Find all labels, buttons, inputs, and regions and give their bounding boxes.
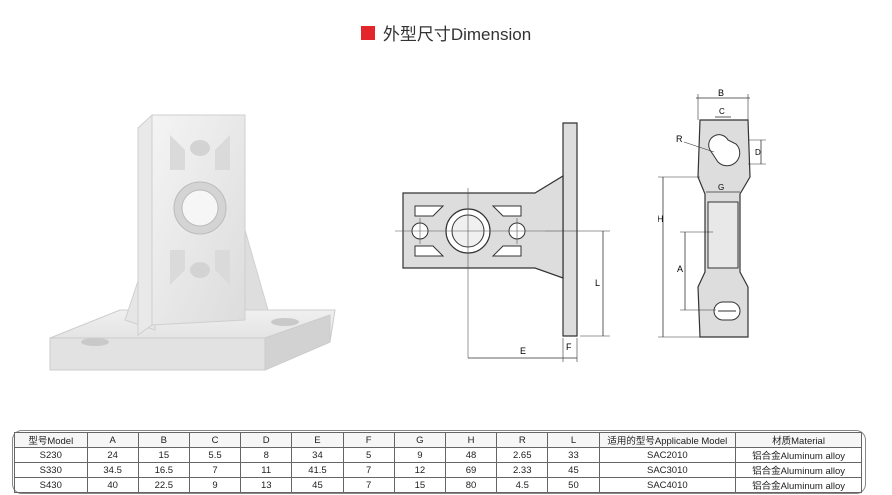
column-header: H bbox=[444, 432, 498, 448]
dim-c-label: C bbox=[719, 107, 725, 116]
table-cell: 铝合金Aluminum alloy bbox=[735, 462, 862, 478]
column-header: 适用的型号Applicable Model bbox=[598, 432, 737, 448]
table-cell: 48 bbox=[444, 447, 498, 463]
table-cell: 41.5 bbox=[291, 462, 344, 478]
table-cell: 15 bbox=[137, 447, 190, 463]
dim-b-label: B bbox=[718, 88, 724, 98]
dim-l-label: L bbox=[595, 278, 600, 288]
table-cell: 9 bbox=[393, 447, 446, 463]
table-cell: 4.5 bbox=[496, 477, 549, 493]
column-header: E bbox=[291, 432, 344, 448]
table-header-row: 型号Model A B C D E F G H R L 适用的型号Applica… bbox=[14, 432, 862, 448]
side-view-drawing: L E F bbox=[395, 122, 610, 362]
dim-e-label: E bbox=[520, 346, 526, 356]
table-cell: S330 bbox=[14, 462, 88, 478]
table-cell: 40 bbox=[86, 477, 139, 493]
table-cell: 9 bbox=[188, 477, 242, 493]
product-photo bbox=[49, 113, 336, 371]
dim-a-label: A bbox=[677, 264, 683, 274]
red-square-icon bbox=[360, 25, 375, 40]
table-cell: SAC2010 bbox=[598, 447, 737, 463]
column-header: 材质Material bbox=[735, 432, 862, 448]
dimension-table: 型号Model A B C D E F G H R L 适用的型号Applica… bbox=[14, 432, 862, 493]
table-cell: 45 bbox=[547, 462, 600, 478]
table-cell: 15 bbox=[393, 477, 446, 493]
table-cell: SAC4010 bbox=[598, 477, 737, 493]
table-cell: 8 bbox=[240, 447, 293, 463]
table-cell: SAC3010 bbox=[598, 462, 737, 478]
table-row: S430 40 22.5 9 13 45 7 15 80 4.5 50 SAC4… bbox=[14, 477, 862, 493]
table-cell: 16.5 bbox=[137, 462, 190, 478]
table-cell: 12 bbox=[393, 462, 446, 478]
table-cell: 铝合金Aluminum alloy bbox=[735, 477, 862, 493]
page-title-text: 外型尺寸Dimension bbox=[382, 25, 532, 44]
dim-d-label: D bbox=[755, 148, 761, 157]
table-cell: 34.5 bbox=[86, 462, 139, 478]
table-cell: 24 bbox=[86, 447, 139, 463]
column-header: A bbox=[86, 432, 139, 448]
dim-f-label: F bbox=[566, 342, 572, 352]
table-cell: 80 bbox=[444, 477, 498, 493]
table-cell: 69 bbox=[444, 462, 498, 478]
column-header: G bbox=[393, 432, 446, 448]
column-header: B bbox=[137, 432, 190, 448]
table-cell: 22.5 bbox=[137, 477, 190, 493]
table-row: S330 34.5 16.5 7 11 41.5 7 12 69 2.33 45… bbox=[14, 462, 862, 478]
table-cell: S230 bbox=[14, 447, 88, 463]
column-header: L bbox=[547, 432, 600, 448]
table-cell: 50 bbox=[547, 477, 600, 493]
table-cell: 7 bbox=[188, 462, 242, 478]
table-cell: 7 bbox=[342, 477, 395, 493]
table-cell: 45 bbox=[291, 477, 344, 493]
column-header: R bbox=[496, 432, 549, 448]
table-cell: 2.65 bbox=[496, 447, 549, 463]
table-cell: 铝合金Aluminum alloy bbox=[735, 447, 862, 463]
table-cell: 11 bbox=[240, 462, 293, 478]
column-header: F bbox=[342, 432, 395, 448]
dim-h-label: H bbox=[658, 214, 664, 224]
dim-g-label: G bbox=[718, 183, 724, 192]
table-cell: 33 bbox=[547, 447, 600, 463]
table-row: S230 24 15 5.5 8 34 5 9 48 2.65 33 SAC20… bbox=[14, 447, 862, 463]
column-header: 型号Model bbox=[14, 432, 88, 448]
column-header: C bbox=[188, 432, 242, 448]
table-cell: 5 bbox=[342, 447, 395, 463]
table-cell: 5.5 bbox=[188, 447, 242, 463]
dim-r-label: R bbox=[676, 134, 683, 144]
column-header: D bbox=[240, 432, 293, 448]
table-cell: 7 bbox=[342, 462, 395, 478]
front-view-drawing: B C D R G H A bbox=[658, 88, 766, 338]
title-area: 外型尺寸Dimension bbox=[0, 20, 892, 45]
table-cell: S430 bbox=[14, 477, 88, 493]
table-cell: 34 bbox=[291, 447, 344, 463]
table-cell: 2.33 bbox=[496, 462, 549, 478]
table-cell: 13 bbox=[240, 477, 293, 493]
page-title: 外型尺寸Dimension bbox=[360, 20, 532, 45]
